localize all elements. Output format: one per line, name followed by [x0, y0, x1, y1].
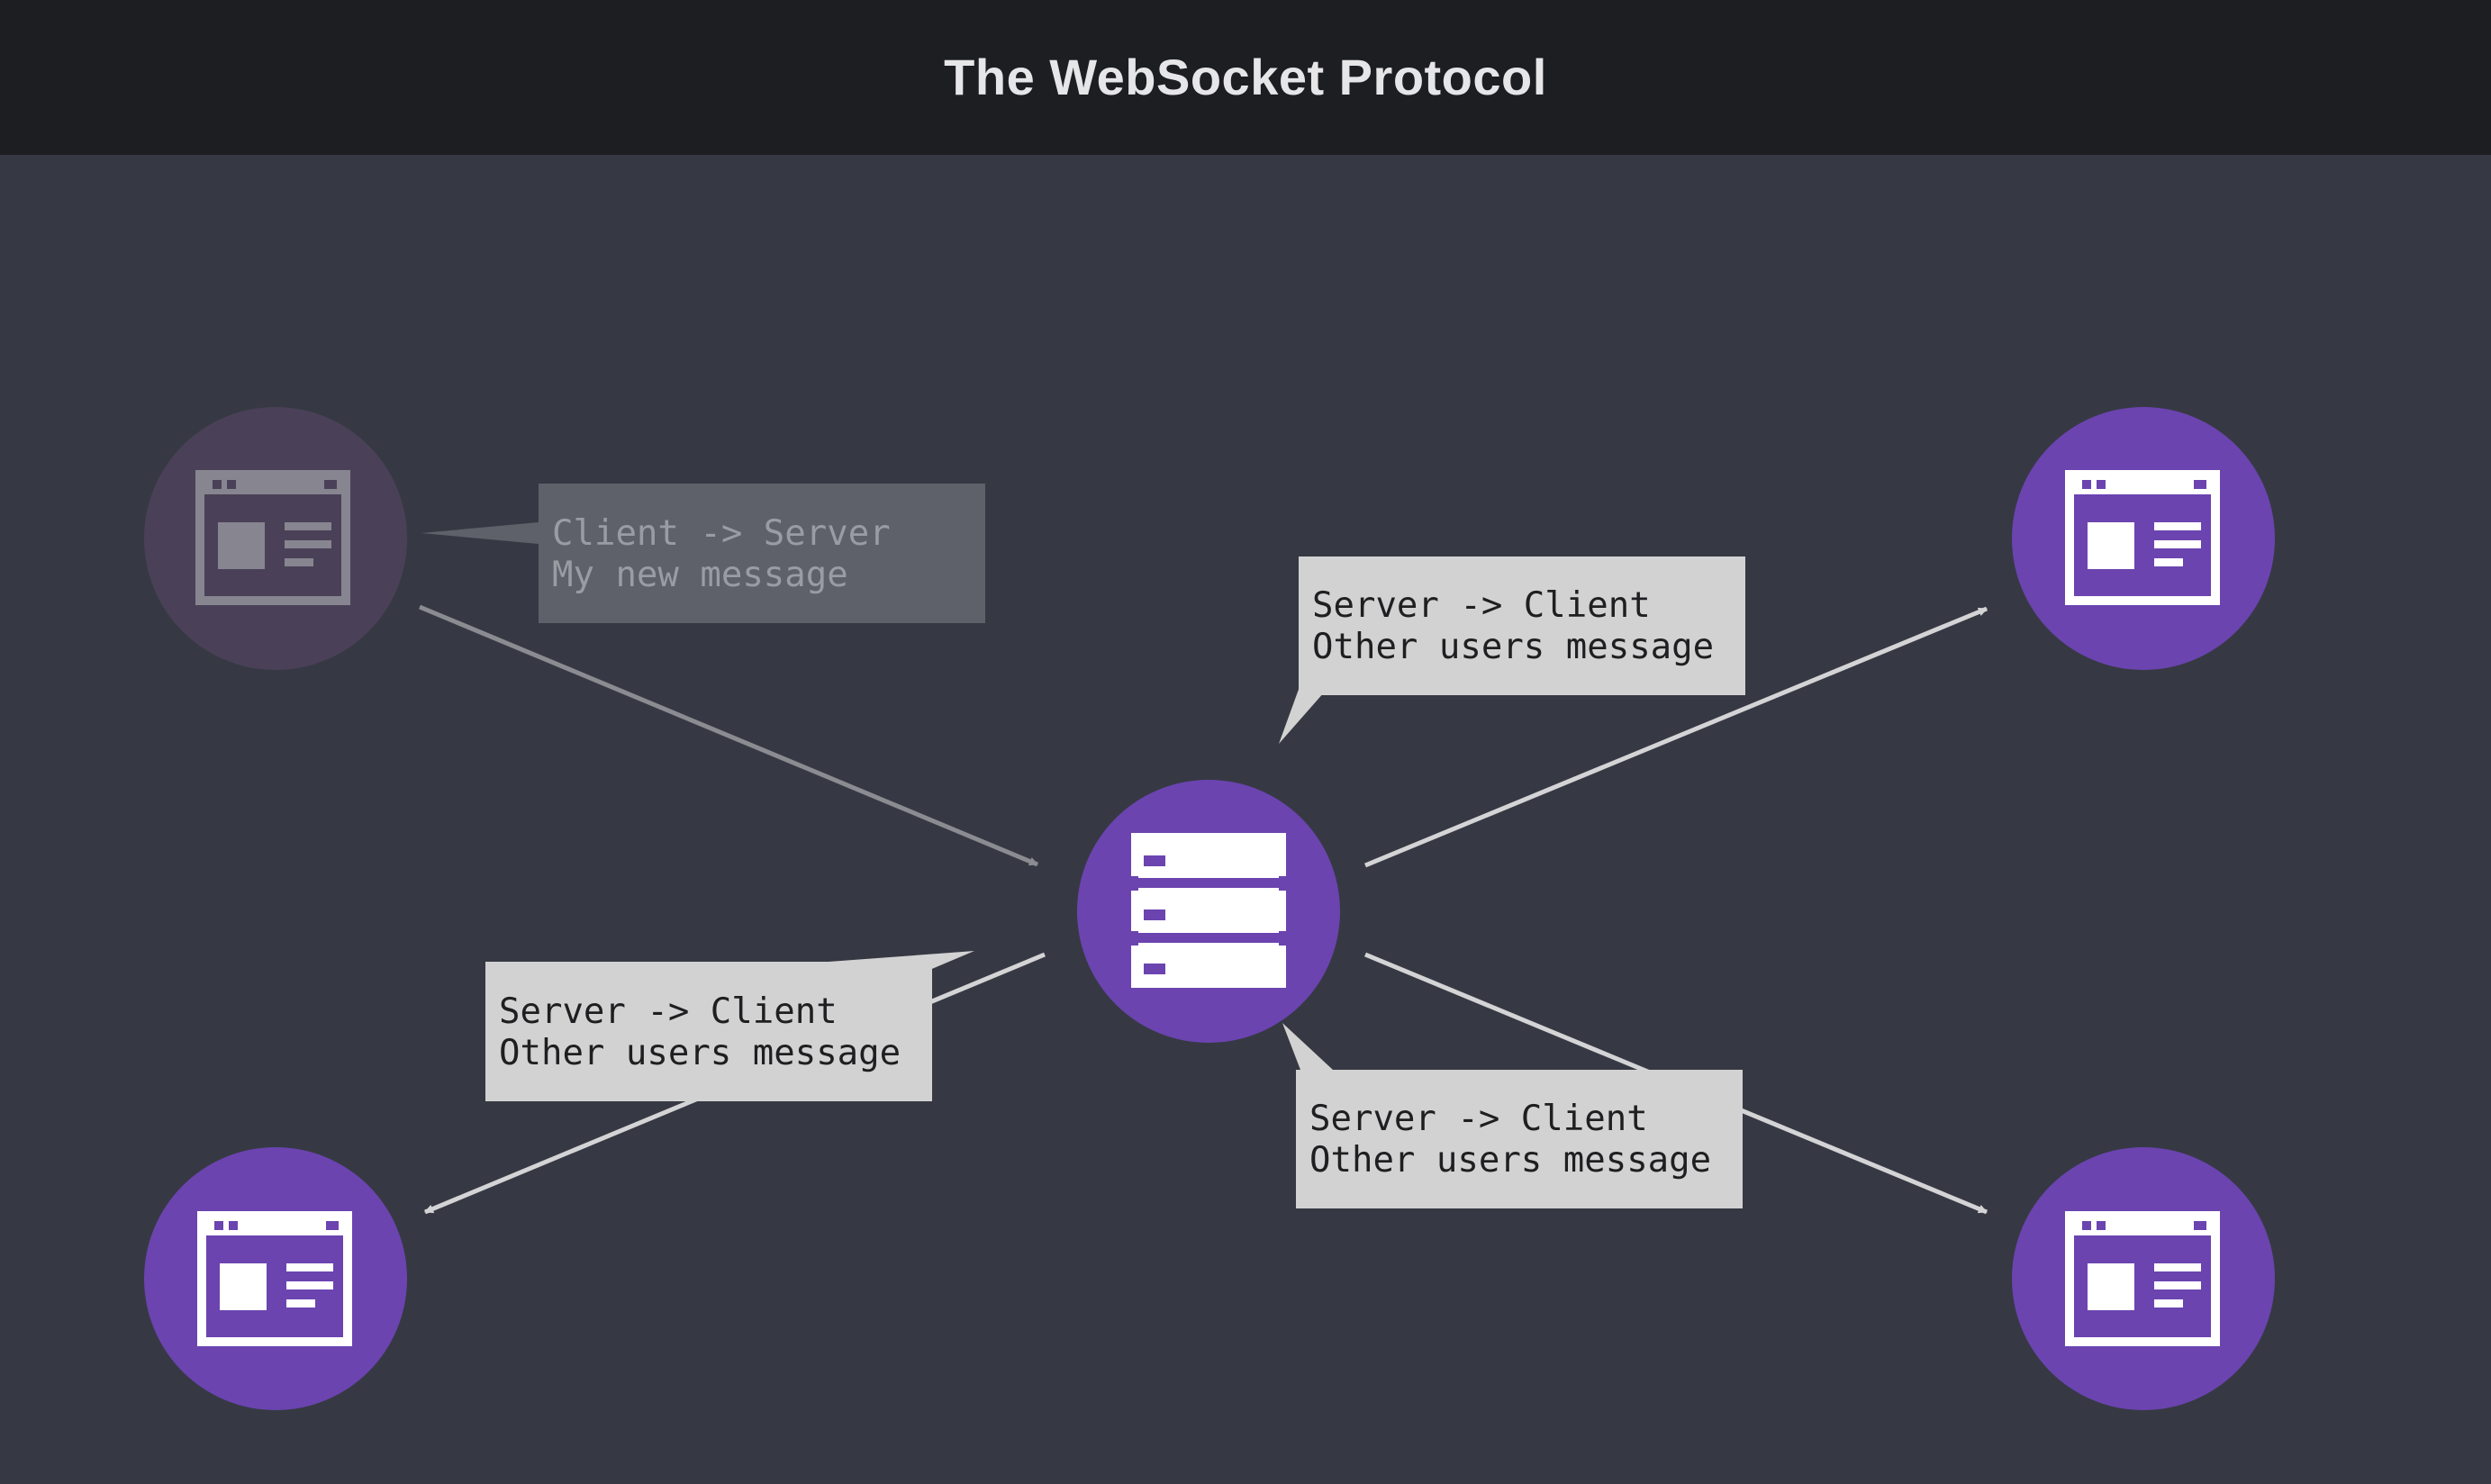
message-client-to-server: Client -> Server My new message — [552, 513, 891, 596]
server-node — [1077, 780, 1340, 1043]
browser-window-icon — [195, 470, 350, 605]
message-direction: Server -> Client — [1309, 1099, 1648, 1139]
client-node-bottom-right — [2012, 1147, 2275, 1410]
browser-window-icon — [2065, 1211, 2220, 1346]
message-bubble-client-to-server — [421, 484, 985, 623]
message-body: My new message — [552, 555, 848, 595]
message-server-to-top-right: Server -> Client Other users message — [1312, 585, 1714, 668]
message-body: Other users message — [1312, 627, 1715, 667]
message-server-to-bottom-right: Server -> Client Other users message — [1309, 1099, 1711, 1181]
client-node-bottom-left — [144, 1147, 407, 1410]
arrow-client-to-server — [419, 604, 1038, 867]
message-body: Other users message — [1309, 1140, 1712, 1181]
message-direction: Server -> Client — [1312, 585, 1651, 626]
page-title: The WebSocket Protocol — [944, 49, 1547, 105]
message-bubble-server-to-bottom-right — [1282, 1023, 1743, 1208]
arrow-server-to-top-right — [1364, 606, 1988, 868]
message-bubble-server-to-top-right — [1279, 556, 1745, 744]
title-bar — [0, 0, 2491, 155]
message-direction: Server -> Client — [499, 991, 838, 1032]
client-node-top-right — [2012, 407, 2275, 670]
server-icon — [1131, 833, 1286, 988]
message-server-to-bottom-left: Server -> Client Other users message — [499, 991, 901, 1074]
browser-window-icon — [197, 1211, 352, 1346]
browser-window-icon — [2065, 470, 2220, 605]
message-body: Other users message — [499, 1033, 901, 1073]
message-bubble-server-to-bottom-left — [485, 951, 974, 1101]
client-node-top-left — [144, 407, 407, 670]
message-direction: Client -> Server — [552, 513, 891, 554]
